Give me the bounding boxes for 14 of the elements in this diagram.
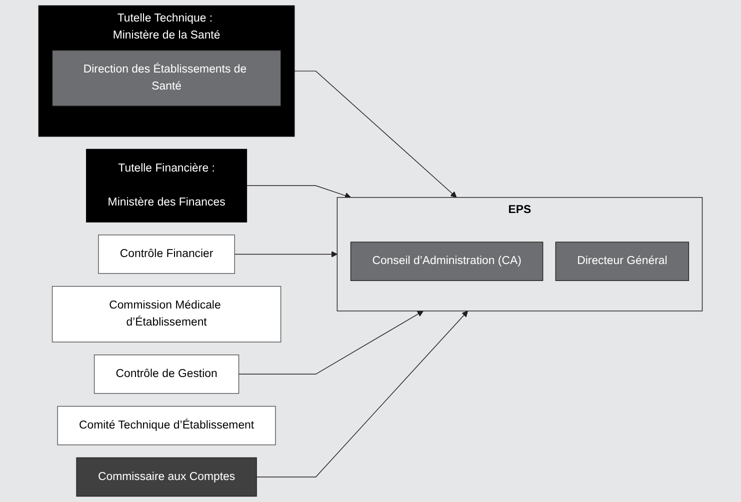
arrow [238, 310, 424, 375]
node-box: Contrôle Financier [98, 234, 235, 274]
arrow [234, 251, 338, 258]
arrow [246, 185, 352, 199]
node-box: Conseil d’Administration (CA) [350, 242, 544, 281]
node-box: Tutelle Financière : Ministère des Finances [86, 148, 248, 222]
node-box: Comité Technique d’Établissement [57, 406, 276, 446]
node-box: Commissaire aux Comptes [76, 457, 257, 497]
arrow [294, 70, 457, 198]
arrow [256, 310, 468, 478]
node-box: Commission Médicale d’Établissement [52, 286, 282, 342]
node-box: Contrôle de Gestion [94, 354, 240, 394]
node-box: Directeur Général [555, 242, 690, 281]
node-box: Direction des Établissements de Santé [52, 50, 282, 106]
